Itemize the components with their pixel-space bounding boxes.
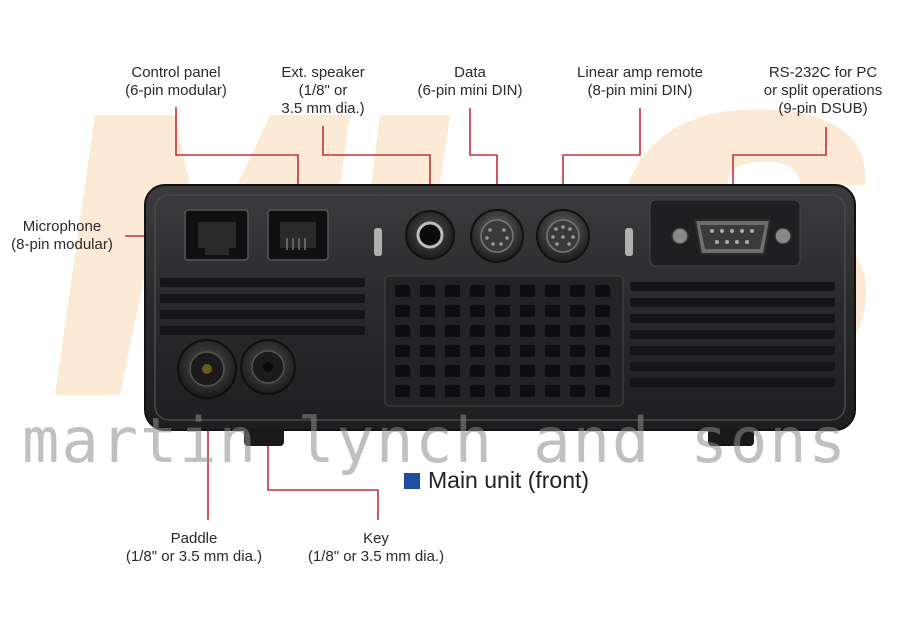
grille-hole [420, 385, 435, 397]
grille-hole [545, 305, 560, 317]
grille-hole [520, 305, 535, 317]
grille-hole [570, 325, 585, 337]
label-rs232c-name: RS-232C for PC [768, 64, 878, 81]
label-ext-speaker: Ext. speaker (1/8" or 3.5 mm dia.) [262, 64, 384, 118]
label-ext-speaker-name: Ext. speaker [281, 64, 365, 81]
linear-amp-din-jack [536, 209, 590, 263]
grille-hole [395, 385, 410, 397]
speaker-grille [384, 275, 624, 407]
data-din-jack [470, 209, 524, 263]
grille-hole [520, 345, 535, 357]
label-key: Key (1/8" or 3.5 mm dia.) [290, 530, 462, 566]
key-jack [240, 339, 296, 395]
grille-hole [495, 305, 510, 317]
grille-hole [520, 325, 535, 337]
grille-hole [595, 325, 610, 337]
grille-hole [595, 365, 610, 377]
grille-hole [595, 385, 610, 397]
vent-left [160, 278, 365, 335]
paddle-jack [177, 339, 237, 399]
label-data: Data (6-pin mini DIN) [402, 64, 538, 100]
watermark-text: martin lynch and sons [22, 404, 848, 477]
grille-hole [495, 385, 510, 397]
grille-hole [595, 305, 610, 317]
grille-hole [495, 285, 510, 297]
foot-left [244, 428, 284, 446]
grille-hole [495, 345, 510, 357]
label-control-panel-spec: (6-pin modular) [125, 82, 227, 99]
label-microphone-name: Microphone [22, 218, 102, 235]
grille-hole [395, 325, 410, 337]
grille-hole [445, 305, 460, 317]
diagram-caption: Main unit (front) [404, 467, 589, 494]
grille-hole [395, 285, 410, 297]
grille-hole [545, 385, 560, 397]
label-key-name: Key [363, 530, 389, 547]
label-control-panel: Control panel (6-pin modular) [106, 64, 246, 100]
label-data-name: Data [454, 64, 486, 81]
caption-square-icon [404, 473, 420, 489]
grille-hole [570, 365, 585, 377]
grille-hole [545, 365, 560, 377]
grille-hole [595, 345, 610, 357]
grille-hole [445, 385, 460, 397]
grille-hole [395, 345, 410, 357]
label-linear-amp-name: Linear amp remote [577, 64, 703, 81]
rs232c-dsub-port [671, 219, 792, 255]
grille-hole [570, 345, 585, 357]
label-key-spec: (1/8" or 3.5 mm dia.) [307, 548, 445, 565]
grille-hole [570, 385, 585, 397]
grille-hole [470, 325, 485, 337]
grille-hole [545, 285, 560, 297]
label-data-spec: (6-pin mini DIN) [417, 82, 523, 99]
grille-hole [470, 345, 485, 357]
grille-hole [420, 365, 435, 377]
grille-hole [470, 385, 485, 397]
label-linear-amp-spec: (8-pin mini DIN) [587, 82, 693, 99]
grille-hole [570, 305, 585, 317]
grille-hole [420, 285, 435, 297]
grille-hole [420, 345, 435, 357]
grille-hole [545, 345, 560, 357]
foot-right [708, 428, 754, 446]
label-microphone: Microphone (8-pin modular) [0, 218, 124, 254]
microphone-jack [184, 209, 249, 261]
grille-hole [495, 365, 510, 377]
label-control-panel-name: Control panel [131, 64, 221, 81]
grille-hole [470, 305, 485, 317]
grille-hole [395, 305, 410, 317]
grille-hole [520, 285, 535, 297]
label-rs232c-spec2: (9-pin DSUB) [778, 100, 868, 117]
label-linear-amp: Linear amp remote (8-pin mini DIN) [562, 64, 718, 100]
label-ext-speaker-spec1: (1/8" or [298, 82, 348, 99]
grille-hole [545, 325, 560, 337]
grille-hole [445, 325, 460, 337]
grille-hole [570, 285, 585, 297]
grille-hole [445, 285, 460, 297]
vent-right [630, 282, 835, 387]
grille-hole [495, 325, 510, 337]
ext-speaker-jack [405, 210, 455, 260]
diagram-title: Main unit (front) [428, 467, 590, 493]
label-paddle-spec: (1/8" or 3.5 mm dia.) [125, 548, 263, 565]
label-rs232c-spec1: or split operations [763, 82, 883, 99]
label-paddle-name: Paddle [170, 530, 218, 547]
grille-hole [445, 345, 460, 357]
grille-hole [470, 365, 485, 377]
grille-hole [420, 325, 435, 337]
label-microphone-spec: (8-pin modular) [11, 236, 113, 253]
grille-hole [445, 365, 460, 377]
label-paddle: Paddle (1/8" or 3.5 mm dia.) [108, 530, 280, 566]
grille-hole [595, 285, 610, 297]
grille-hole [520, 385, 535, 397]
label-rs232c: RS-232C for PC or split operations (9-pi… [748, 64, 898, 118]
label-ext-speaker-spec2: 3.5 mm dia.) [281, 100, 365, 117]
control-panel-jack [267, 209, 329, 261]
grille-hole [420, 305, 435, 317]
grille-hole [520, 365, 535, 377]
grille-hole [395, 365, 410, 377]
grille-hole [470, 285, 485, 297]
